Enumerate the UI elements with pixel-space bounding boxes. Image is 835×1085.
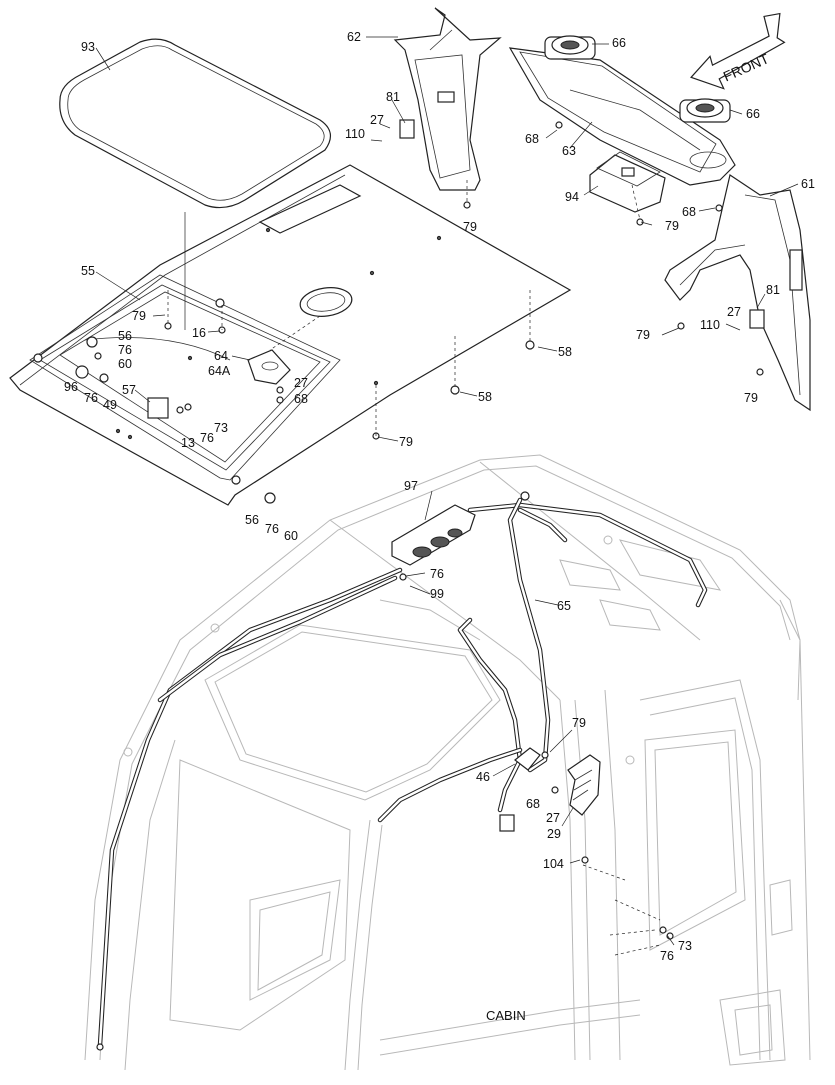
callout-68: 68 [294, 392, 308, 406]
callout-27: 27 [546, 811, 560, 825]
callout-79: 79 [636, 328, 650, 342]
pillar-trim-61 [664, 174, 811, 412]
grab-handle [567, 754, 601, 816]
callout-27: 27 [294, 376, 308, 390]
callout-56: 56 [118, 329, 132, 343]
callout-110: 110 [700, 318, 720, 332]
dome-lamp [589, 151, 666, 213]
callout-76: 76 [200, 431, 214, 445]
callout-13: 13 [181, 436, 195, 450]
callout-79: 79 [744, 391, 758, 405]
callout-27: 27 [370, 113, 384, 127]
callout-94: 94 [565, 190, 579, 204]
speaker-panel [508, 35, 736, 186]
window-seal [59, 38, 331, 209]
callout-97: 97 [404, 479, 418, 493]
callout-68: 68 [682, 205, 696, 219]
wiring-harness [96, 491, 708, 1051]
callout-96: 96 [64, 380, 78, 394]
callout-79: 79 [463, 220, 477, 234]
callout-66: 66 [746, 107, 760, 121]
callout-57: 57 [122, 383, 136, 397]
callout-60: 60 [284, 529, 298, 543]
callout-64A: 64A [208, 364, 231, 378]
callout-68: 68 [525, 132, 539, 146]
callout-76: 76 [430, 567, 444, 581]
callout-110: 110 [345, 127, 365, 141]
callout-62: 62 [347, 30, 361, 44]
callout-55: 55 [81, 264, 95, 278]
cabin-frame-outline [84, 454, 811, 1071]
callout-79: 79 [399, 435, 413, 449]
cabin-label: CABIN [486, 1008, 526, 1023]
callout-76: 76 [265, 522, 279, 536]
connector-46 [514, 747, 541, 771]
callout-104: 104 [543, 857, 564, 871]
callout-76: 76 [660, 949, 674, 963]
leader-lines [95, 36, 799, 956]
callout-79: 79 [572, 716, 586, 730]
callout-99: 99 [430, 587, 444, 601]
callout-66: 66 [612, 36, 626, 50]
callout-65: 65 [557, 599, 571, 613]
harness-module [391, 504, 476, 566]
roof-liner [9, 164, 572, 506]
callout-64: 64 [214, 349, 228, 363]
callout-68: 68 [526, 797, 540, 811]
callout-76: 76 [118, 343, 132, 357]
callout-labels: 93 55 62 81 27 110 79 66 66 68 63 94 68 … [64, 30, 815, 1023]
callout-81: 81 [766, 283, 780, 297]
callout-79: 79 [132, 309, 146, 323]
front-direction-arrow: FRONT [690, 12, 786, 90]
callout-73: 73 [214, 421, 228, 435]
callout-76: 76 [84, 391, 98, 405]
callout-61: 61 [801, 177, 815, 191]
callout-49: 49 [103, 398, 117, 412]
callout-93: 93 [81, 40, 95, 54]
fasteners [75, 119, 765, 940]
callout-79: 79 [665, 219, 679, 233]
callout-73: 73 [678, 939, 692, 953]
callout-16: 16 [192, 326, 206, 340]
pillar-trim-62 [393, 7, 502, 191]
callout-29: 29 [547, 827, 561, 841]
callout-27: 27 [727, 305, 741, 319]
callout-46: 46 [476, 770, 490, 784]
callout-60: 60 [118, 357, 132, 371]
callout-56: 56 [245, 513, 259, 527]
callout-63: 63 [562, 144, 576, 158]
callout-58: 58 [558, 345, 572, 359]
callout-58: 58 [478, 390, 492, 404]
callout-81: 81 [386, 90, 400, 104]
